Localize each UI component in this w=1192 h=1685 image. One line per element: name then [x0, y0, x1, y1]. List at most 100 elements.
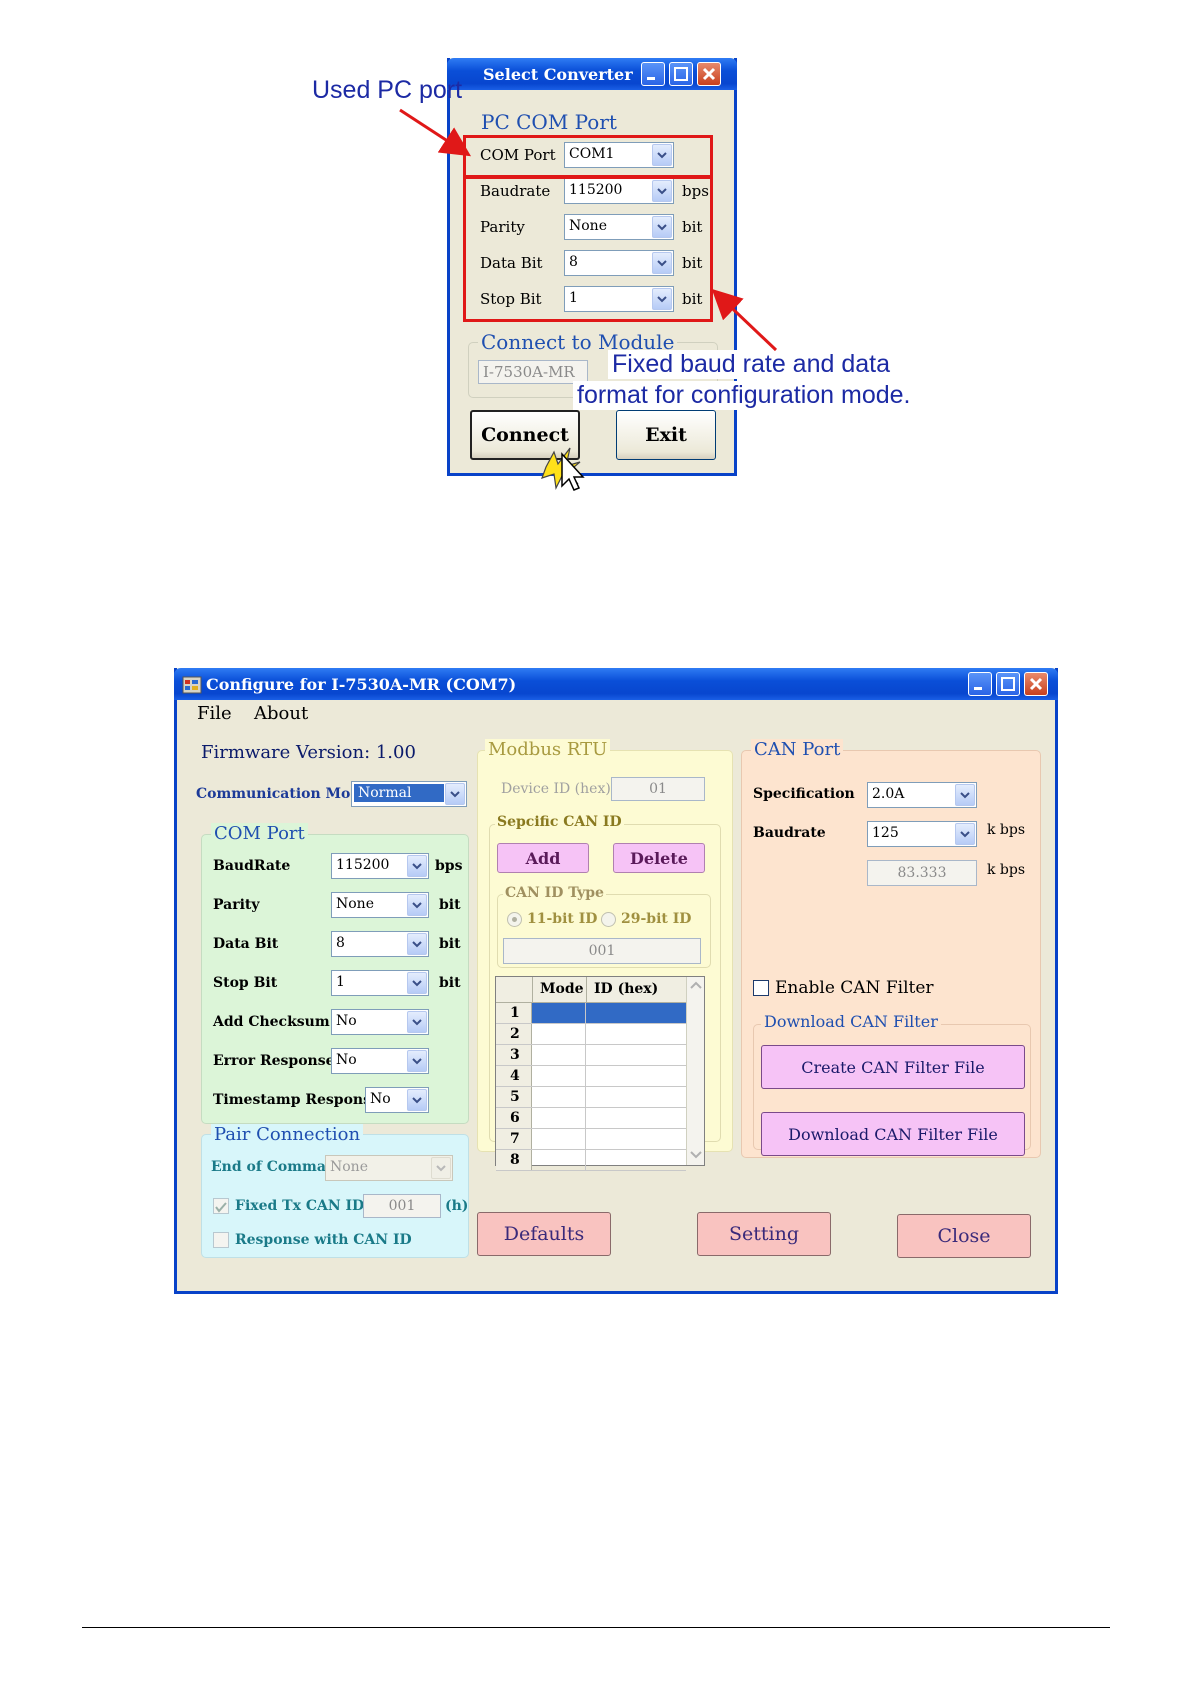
create-can-filter-button[interactable]: Create CAN Filter File	[761, 1045, 1025, 1089]
minimize-button[interactable]	[968, 672, 992, 696]
chevron-down-icon[interactable]	[407, 1050, 427, 1072]
add-button[interactable]: Add	[497, 843, 589, 873]
pc-com-port-title: PC COM Port	[481, 110, 617, 134]
scroll-up-icon[interactable]	[687, 977, 705, 995]
can-baudrate-select[interactable]: 125	[867, 821, 977, 847]
chevron-down-icon[interactable]	[407, 972, 427, 994]
table-row[interactable]: 5	[496, 1087, 686, 1108]
enable-can-filter-checkbox[interactable]	[753, 980, 769, 996]
can-baudrate-value: 125	[872, 825, 899, 841]
baudrate-select[interactable]: 115200	[331, 853, 429, 879]
add-checksum-select[interactable]: No	[331, 1009, 429, 1035]
table-cell-mode[interactable]	[532, 1108, 586, 1128]
chevron-down-icon[interactable]	[407, 1011, 427, 1033]
download-can-filter-button[interactable]: Download CAN Filter File	[761, 1112, 1025, 1156]
firmware-version: Firmware Version: 1.00	[201, 742, 416, 763]
chevron-down-icon[interactable]	[407, 933, 427, 955]
chevron-down-icon[interactable]	[652, 144, 672, 166]
exit-button[interactable]: Exit	[616, 410, 716, 460]
chevron-down-icon[interactable]	[431, 1157, 451, 1179]
table-row[interactable]: 4	[496, 1066, 686, 1087]
table-row[interactable]: 6	[496, 1108, 686, 1129]
data-bit-select[interactable]: 8	[564, 250, 674, 276]
defaults-button[interactable]: Defaults	[477, 1212, 611, 1256]
stop-bit-select[interactable]: 1	[564, 286, 674, 312]
table-row[interactable]: 8	[496, 1150, 686, 1171]
menu-file[interactable]: File	[197, 703, 232, 724]
module-name-field[interactable]: I-7530A-MR	[478, 360, 588, 384]
fixed-tx-checkbox[interactable]	[213, 1198, 229, 1214]
connect-button[interactable]: Connect	[470, 410, 580, 460]
table-cell-id[interactable]	[586, 1087, 686, 1107]
parity-select[interactable]: None	[564, 214, 674, 240]
table-cell-id[interactable]	[586, 1066, 686, 1086]
table-cell-id[interactable]	[586, 1045, 686, 1065]
table-header-id: ID (hex)	[594, 981, 659, 997]
stop-bit-select[interactable]: 1	[331, 970, 429, 996]
table-cell-mode[interactable]	[532, 1045, 586, 1065]
maximize-button[interactable]	[669, 62, 693, 86]
chevron-down-icon[interactable]	[652, 180, 672, 202]
timestamp-response-select[interactable]: No	[365, 1087, 429, 1113]
menu-about[interactable]: About	[254, 703, 309, 724]
specification-label: Specification	[753, 786, 855, 802]
chevron-down-icon[interactable]	[407, 855, 427, 877]
chevron-down-icon[interactable]	[652, 252, 672, 274]
chevron-down-icon[interactable]	[445, 783, 465, 805]
setting-button[interactable]: Setting	[697, 1212, 831, 1256]
table-cell-mode[interactable]	[532, 1087, 586, 1107]
chevron-down-icon[interactable]	[955, 823, 975, 845]
table-row[interactable]: 1	[496, 1003, 686, 1024]
chevron-down-icon[interactable]	[652, 216, 672, 238]
device-id-field[interactable]: 01	[611, 777, 705, 801]
table-row[interactable]: 7	[496, 1129, 686, 1150]
maximize-icon	[674, 67, 688, 81]
chevron-down-icon[interactable]	[955, 784, 975, 806]
parity-select[interactable]: None	[331, 892, 429, 918]
table-cell-id[interactable]	[586, 1003, 686, 1023]
data-bit-unit: bit	[439, 936, 461, 952]
can-id-field[interactable]: 001	[503, 938, 701, 964]
specification-select[interactable]: 2.0A	[867, 782, 977, 808]
com-port-select[interactable]: COM1	[564, 142, 674, 168]
table-cell-id[interactable]	[586, 1150, 686, 1170]
can-baudrate-actual[interactable]: 83.333	[867, 860, 977, 886]
close-dialog-button[interactable]: Close	[897, 1214, 1031, 1258]
table-cell-mode[interactable]	[532, 1024, 586, 1044]
close-button[interactable]	[1024, 672, 1048, 696]
close-button[interactable]	[697, 62, 721, 86]
radio-29-bit[interactable]	[601, 912, 616, 927]
title-bar[interactable]: Select Converter	[447, 58, 737, 90]
error-response-select[interactable]: No	[331, 1048, 429, 1074]
table-cell-id[interactable]	[586, 1024, 686, 1044]
communication-mode-select[interactable]: Normal	[351, 781, 467, 807]
table-row[interactable]: 3	[496, 1045, 686, 1066]
table-scrollbar[interactable]	[686, 977, 704, 1165]
table-cell-id[interactable]	[586, 1108, 686, 1128]
chevron-down-icon[interactable]	[407, 894, 427, 916]
com-port-label: COM Port	[480, 146, 556, 164]
minimize-icon	[647, 77, 655, 80]
response-can-id-checkbox[interactable]	[213, 1232, 229, 1248]
parity-value: None	[336, 896, 374, 912]
fixed-tx-field[interactable]: 001	[363, 1194, 441, 1218]
delete-button[interactable]: Delete	[613, 843, 705, 873]
radio-11-bit[interactable]	[507, 912, 522, 927]
end-of-command-select[interactable]: None	[325, 1155, 453, 1181]
table-cell-id[interactable]	[586, 1129, 686, 1149]
table-row[interactable]: 2	[496, 1024, 686, 1045]
table-cell-mode[interactable]	[532, 1066, 586, 1086]
table-cell-mode[interactable]	[532, 1129, 586, 1149]
scroll-down-icon[interactable]	[687, 1145, 705, 1163]
table-header-mode: Mode	[540, 981, 584, 997]
minimize-button[interactable]	[641, 62, 665, 86]
table-cell-mode[interactable]	[532, 1150, 586, 1170]
title-bar[interactable]: Configure for I-7530A-MR (COM7)	[174, 668, 1058, 700]
maximize-button[interactable]	[996, 672, 1020, 696]
data-bit-select[interactable]: 8	[331, 931, 429, 957]
radio-11-bit-label: 11-bit ID	[527, 911, 598, 927]
table-cell-mode[interactable]	[532, 1003, 586, 1023]
chevron-down-icon[interactable]	[652, 288, 672, 310]
chevron-down-icon[interactable]	[407, 1089, 427, 1111]
